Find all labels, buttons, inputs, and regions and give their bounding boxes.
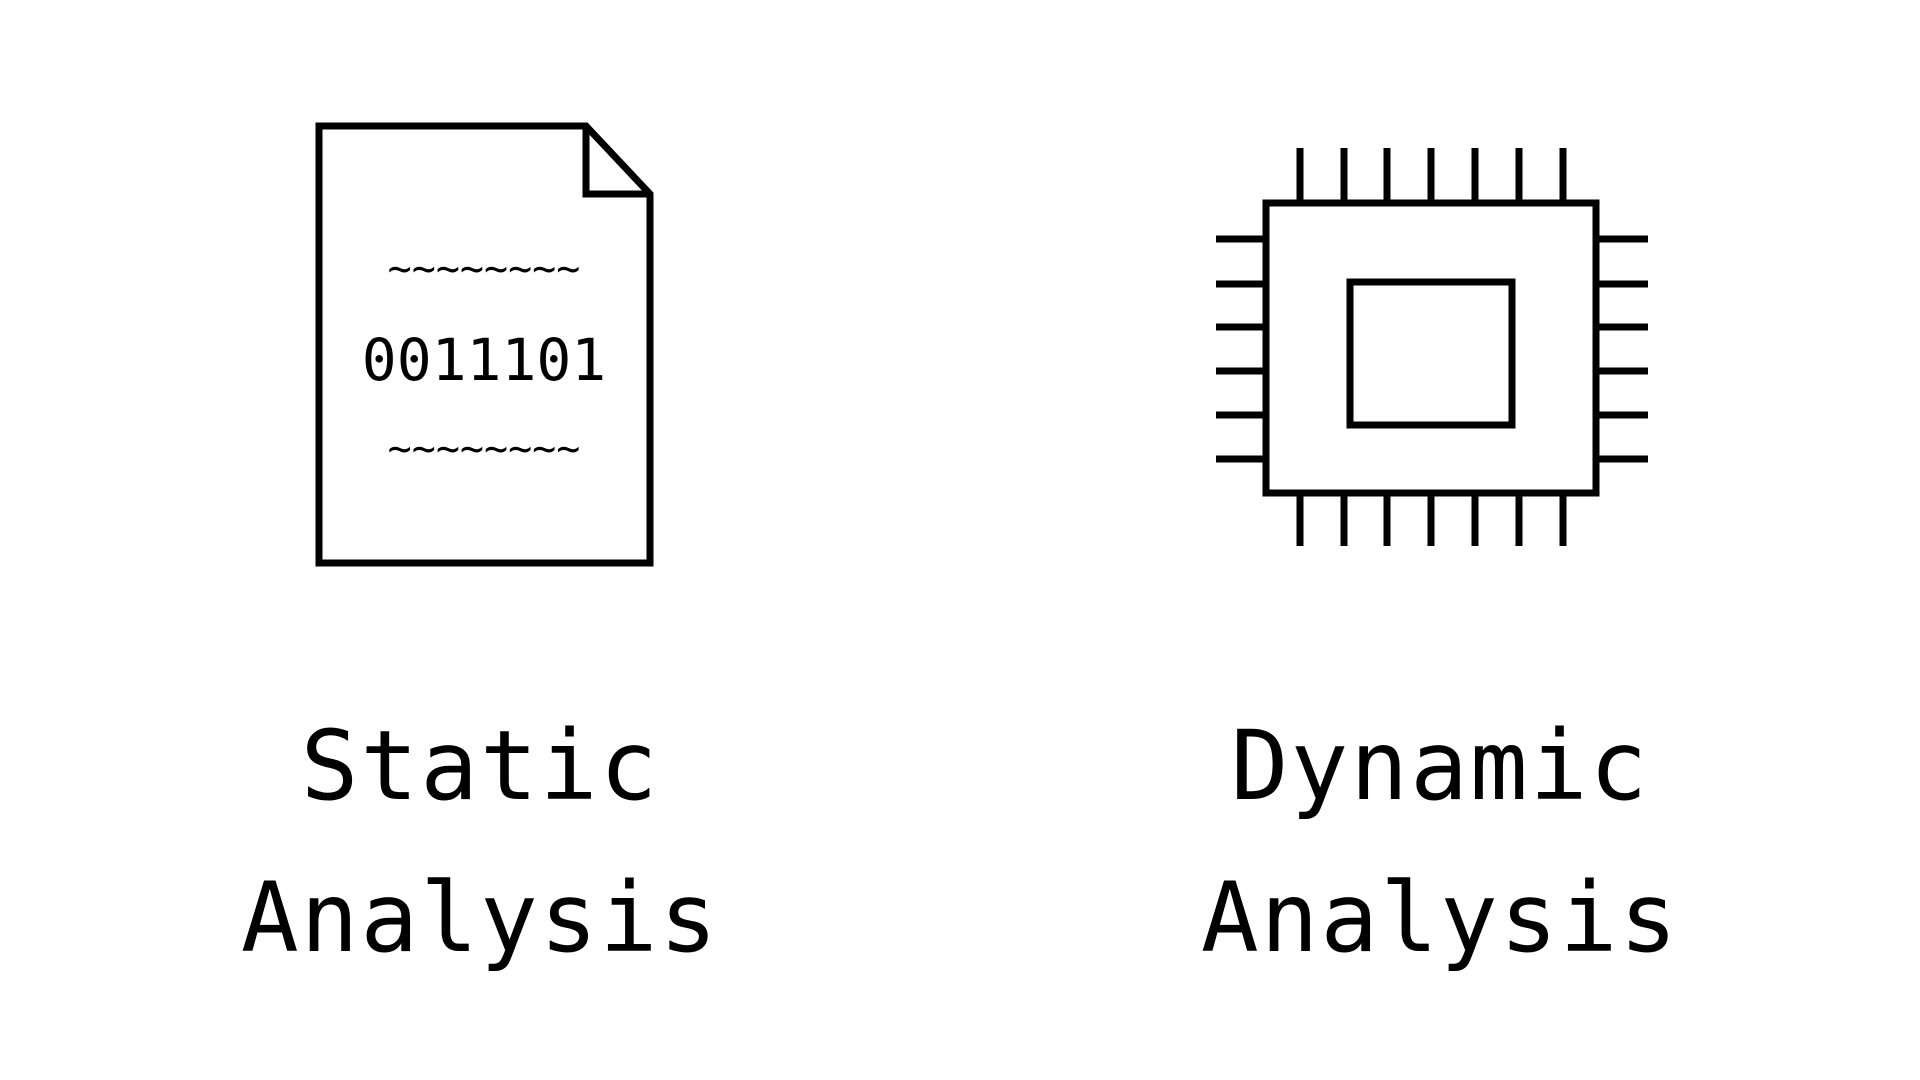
chip-pins — [1216, 148, 1648, 546]
document-icon: ~~~~~~~~ 0011101 ~~~~~~~~ — [0, 0, 960, 620]
dynamic-label-line-2: Analysis — [1200, 862, 1680, 974]
chip-die — [1346, 278, 1516, 429]
static-analysis-panel: ~~~~~~~~ 0011101 ~~~~~~~~ Static Analysi… — [0, 0, 960, 994]
document-line-1: ~~~~~~~~ — [388, 246, 581, 292]
cpu-chip-icon — [960, 0, 1920, 620]
document-line-3: ~~~~~~~~ — [388, 426, 581, 472]
chip-body — [1262, 199, 1600, 497]
document-line-2: 0011101 — [362, 326, 606, 394]
static-analysis-label: Static Analysis — [0, 690, 960, 994]
static-label-line-1: Static — [300, 710, 660, 822]
static-label-line-2: Analysis — [240, 862, 720, 974]
dynamic-label-line-1: Dynamic — [1230, 710, 1650, 822]
dynamic-analysis-label: Dynamic Analysis — [960, 690, 1920, 994]
dynamic-analysis-panel: Dynamic Analysis — [960, 0, 1920, 1080]
